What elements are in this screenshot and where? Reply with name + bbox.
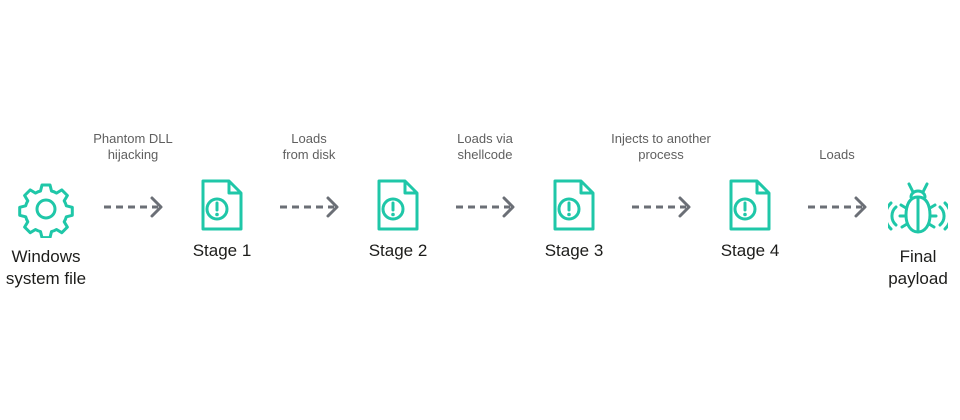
- node-label: Stage 2: [368, 241, 428, 260]
- edge-label: Injects to another process: [611, 131, 711, 162]
- node-stage-4: Stage 4: [690, 178, 810, 262]
- node-label: Stage 1: [192, 241, 252, 260]
- file-alert-icon: [553, 179, 595, 231]
- dashed-arrow-icon: [280, 196, 339, 218]
- node-stage-3: Stage 3: [514, 178, 634, 262]
- edge-label: Loads from disk: [282, 131, 336, 162]
- node-label: Stage 4: [720, 241, 780, 260]
- node-label: Windows system file: [5, 247, 87, 288]
- gear-icon: [18, 183, 74, 238]
- node-label: Final payload: [888, 247, 948, 288]
- edge-label: Phantom DLL hijacking: [93, 131, 173, 162]
- edge-label: Loads via shellcode: [457, 131, 513, 162]
- file-alert-icon: [377, 179, 419, 231]
- dashed-arrow-icon: [808, 196, 867, 218]
- node-stage-2: Stage 2: [338, 178, 458, 262]
- node-windows-system-file: Windows system file: [0, 180, 106, 290]
- dashed-arrow-icon: [456, 196, 515, 218]
- dashed-arrow-icon: [632, 196, 691, 218]
- node-label: Stage 3: [544, 241, 604, 260]
- node-final-payload: Final payload: [858, 180, 960, 290]
- node-stage-1: Stage 1: [162, 178, 282, 262]
- file-alert-icon: [201, 179, 243, 231]
- edge-label: Loads: [819, 147, 855, 162]
- file-alert-icon: [729, 179, 771, 231]
- dashed-arrow-icon: [104, 196, 163, 218]
- bug-icon: [888, 182, 948, 234]
